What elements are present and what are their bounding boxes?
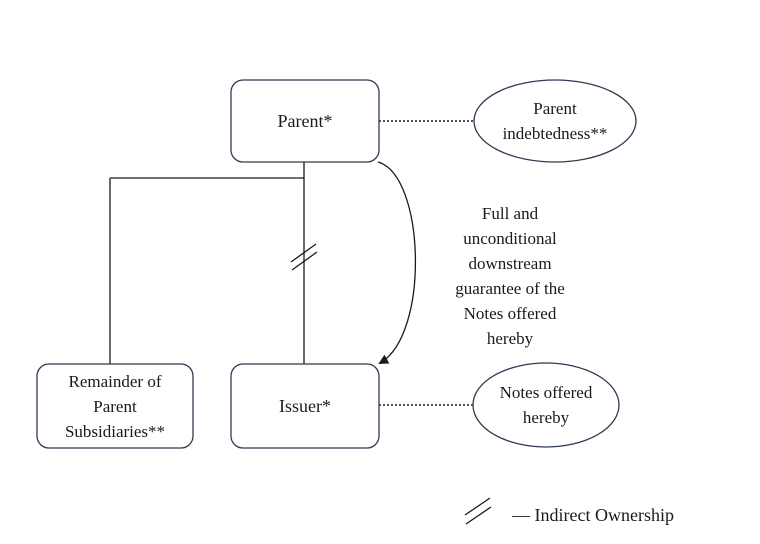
guarantee-label: Full and unconditional downstream guaran…	[455, 204, 565, 348]
legend-label: — Indirect Ownership	[512, 504, 674, 525]
parent-indebtedness-ellipse	[473, 79, 637, 163]
issuer-label: Issuer*	[279, 395, 331, 416]
issuer-box	[230, 363, 380, 449]
parent-box	[230, 79, 380, 163]
parent-label: Parent*	[277, 110, 333, 131]
remainder-box	[36, 363, 194, 449]
guarantee-arrow	[377, 161, 417, 364]
notes-label: Notes offered hereby	[499, 383, 593, 427]
legend-indirect-ownership-icon	[464, 497, 492, 525]
notes-ellipse	[472, 362, 620, 448]
remainder-label: Remainder of Parent Subsidiaries**	[64, 371, 166, 441]
indirect-ownership-mark	[290, 243, 318, 271]
parent-indebtedness-label: Parent indebtedness**	[502, 99, 608, 143]
